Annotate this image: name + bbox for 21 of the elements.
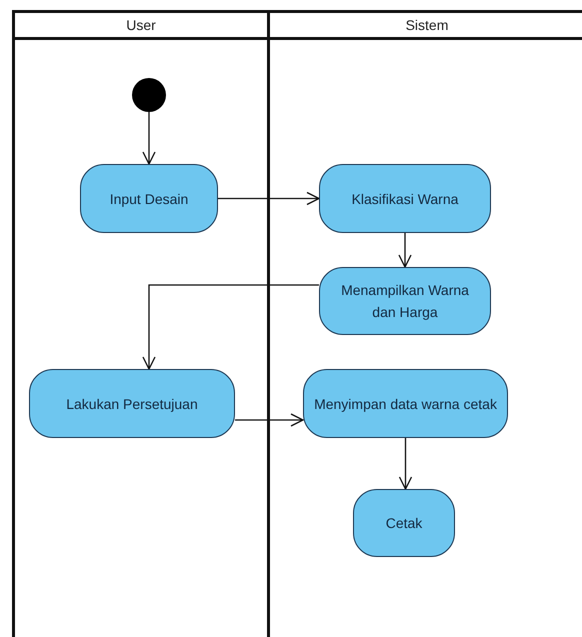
arrow	[235, 413, 304, 427]
arrow	[398, 438, 412, 490]
activity-box	[319, 267, 491, 335]
activity-box	[353, 489, 455, 557]
swimlane	[12, 10, 270, 637]
lane-title: User	[126, 17, 156, 33]
arrow	[218, 192, 320, 206]
activity-label: Cetak	[386, 514, 422, 533]
activity-box	[80, 164, 218, 233]
arrow	[142, 112, 156, 165]
arrow	[398, 233, 412, 268]
arrow	[142, 284, 319, 370]
activity-box	[319, 164, 491, 233]
activity-label: Menampilkan Warna dan Harga	[340, 281, 470, 322]
activity-label: Klasifikasi Warna	[352, 190, 458, 208]
activity-label: Menyimpan data warna cetak	[314, 394, 497, 414]
lane-title: Sistem	[406, 17, 448, 33]
activity-label: Input Desain	[110, 190, 188, 209]
activity-box	[303, 369, 508, 438]
activity-box	[29, 369, 235, 438]
activity-label: Lakukan Persetujuan	[66, 394, 198, 414]
